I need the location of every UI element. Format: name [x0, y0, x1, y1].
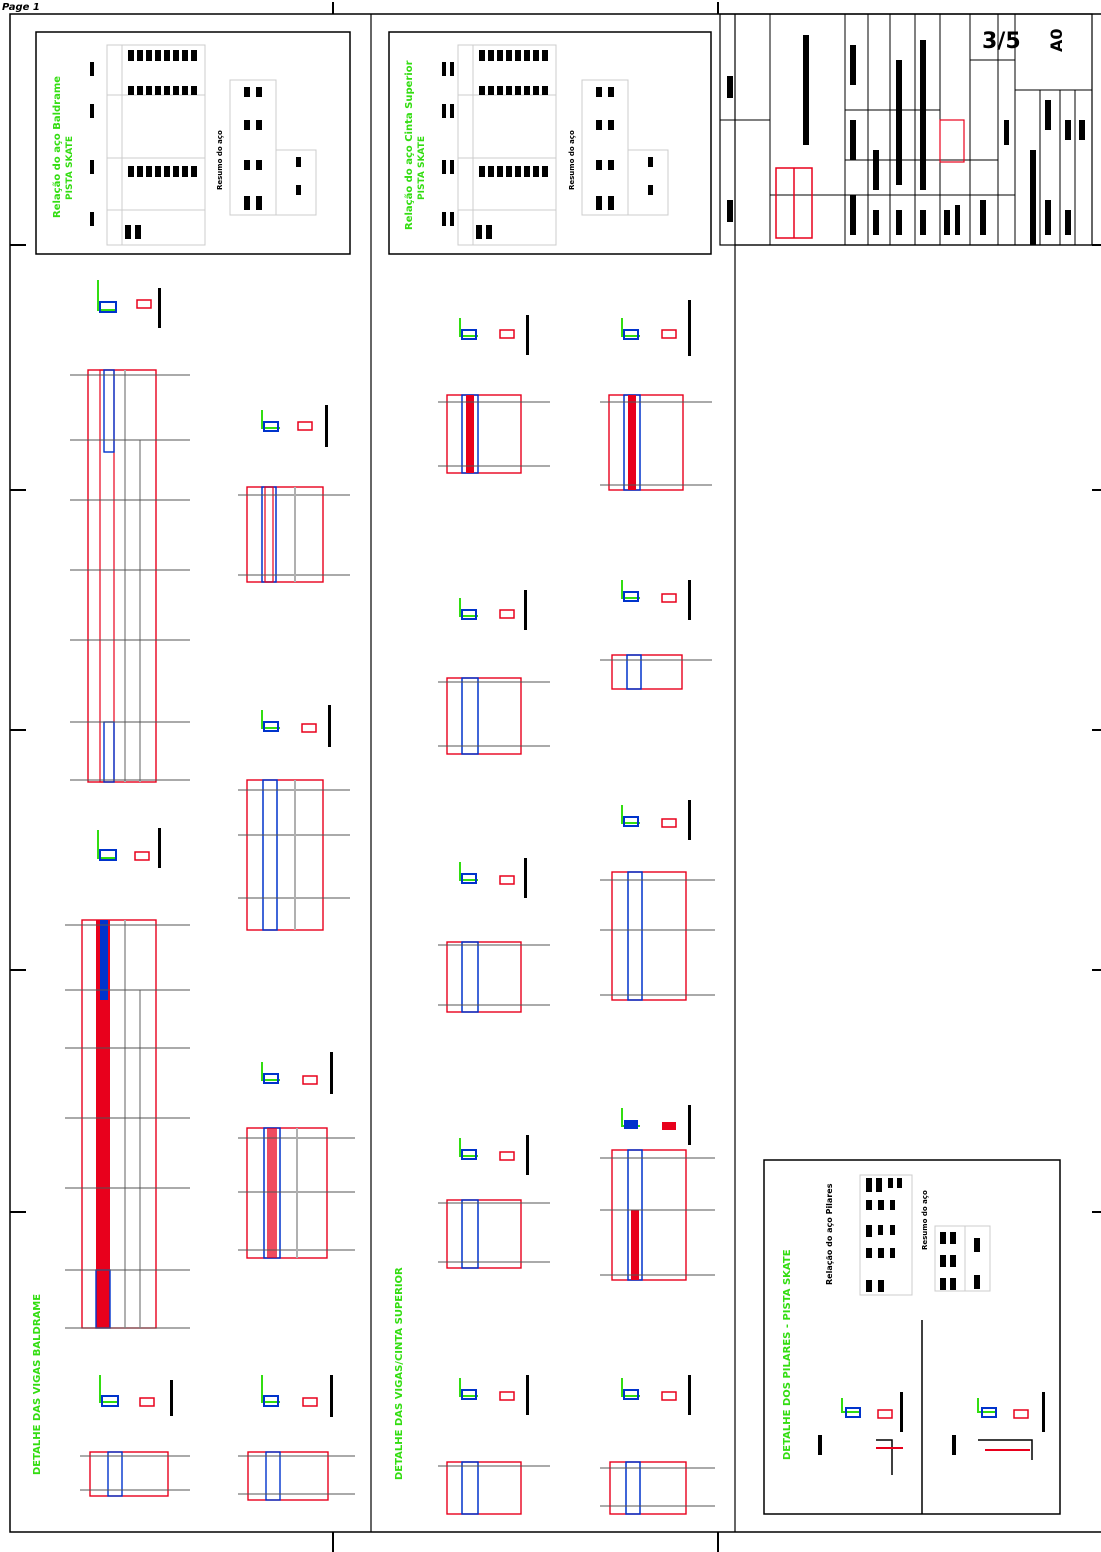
- section-mark: [99, 1375, 173, 1416]
- section-mark: [621, 1105, 691, 1145]
- table-title-cinta: Relação do aço Cinta Superior: [404, 60, 415, 230]
- resumo-label-cinta: Resumo do aço: [568, 130, 576, 190]
- section-mark: [841, 1392, 903, 1432]
- frame-ticks: [10, 2, 1101, 1552]
- beam-detail: [600, 654, 712, 690]
- section-mark: [261, 1375, 333, 1417]
- section-mark: [459, 858, 527, 898]
- paper-size: A0: [1047, 28, 1066, 52]
- table-subtitle-baldrame: PISTA SKATE: [65, 136, 75, 200]
- pilares-title: DETALHE DOS PILARES - PISTA SKATE: [782, 1249, 793, 1460]
- vigas-cinta: DETALHE DAS VIGAS/CINTA SUPERIOR: [394, 300, 715, 1515]
- section-mark: [459, 315, 529, 355]
- beam-detail: [80, 1451, 190, 1497]
- beam-detail: [65, 919, 190, 1329]
- table-aco-baldrame: Relação do aço Baldrame PISTA SKATE Resu…: [35, 31, 351, 255]
- beam-detail: [238, 1127, 355, 1259]
- sheet-number: 3/5: [982, 29, 1021, 54]
- panel-title-cinta: DETALHE DAS VIGAS/CINTA SUPERIOR: [394, 1267, 405, 1480]
- beam-detail: [238, 486, 350, 583]
- beam-detail: [438, 394, 550, 474]
- resumo-label-baldrame: Resumo do aço: [216, 130, 224, 190]
- section-mark: [97, 280, 161, 328]
- beam-detail: [438, 677, 550, 755]
- section-mark: [621, 300, 691, 356]
- section-mark: [977, 1392, 1045, 1432]
- vigas-baldrame: DETALHE DAS VIGAS BALDRAME: [32, 280, 355, 1501]
- section-mark: [621, 1375, 691, 1415]
- beam-detail: [600, 1461, 715, 1515]
- section-mark: [97, 828, 161, 868]
- title-block-texts: [727, 35, 1085, 245]
- beam-detail: [438, 1461, 550, 1515]
- panel-title-baldrame: DETALHE DAS VIGAS BALDRAME: [32, 1294, 43, 1475]
- table-aco-cinta: Relação do aço Cinta Superior PISTA SKAT…: [388, 31, 712, 255]
- section-mark: [261, 705, 331, 747]
- beam-detail: [438, 1199, 550, 1269]
- beam-detail: [70, 369, 190, 783]
- beam-detail: [438, 941, 550, 1013]
- table-title-baldrame: Relação do aço Baldrame: [52, 76, 63, 218]
- beam-detail: [600, 394, 712, 491]
- section-mark: [261, 1052, 333, 1094]
- section-mark: [459, 1375, 529, 1415]
- beam-detail: [238, 779, 350, 931]
- title-block: [719, 13, 1093, 246]
- beam-detail: [600, 1149, 715, 1281]
- table-subtitle-cinta: PISTA SKATE: [417, 136, 427, 200]
- section-mark: [621, 580, 691, 620]
- section-mark: [621, 800, 691, 840]
- section-mark: [261, 405, 328, 447]
- section-mark: [459, 590, 527, 630]
- section-mark: [459, 1135, 529, 1175]
- detalhe-pilares: DETALHE DOS PILARES - PISTA SKATE Relaçã…: [763, 1159, 1061, 1515]
- sheet-border: [9, 13, 1101, 1533]
- page-label: Page 1: [2, 2, 40, 13]
- resumo-label-pilares: Resumo do aço: [921, 1190, 929, 1250]
- beam-detail: [238, 1451, 355, 1501]
- beam-detail: [600, 871, 715, 1001]
- pilares-table-title: Relação do aço Pilares: [825, 1183, 834, 1285]
